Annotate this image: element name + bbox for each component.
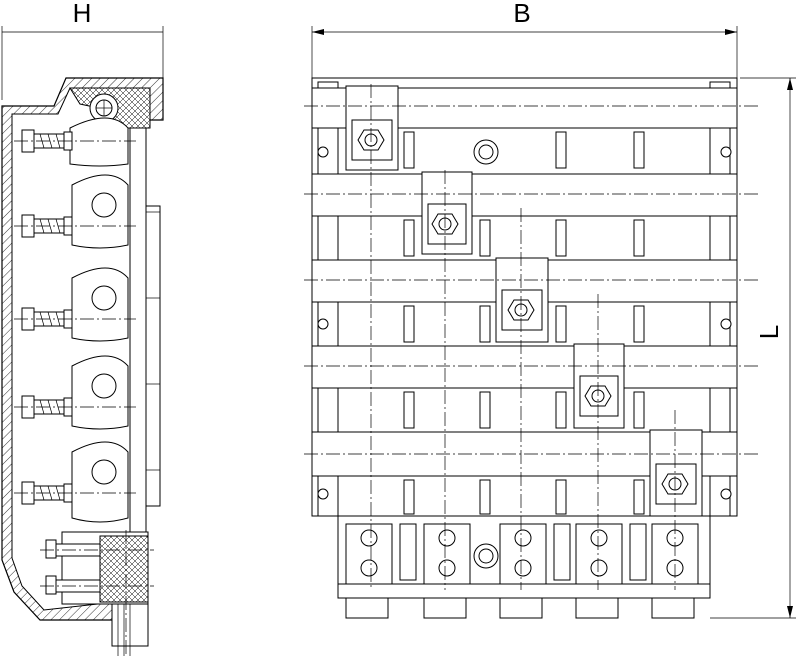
busbar-clamps bbox=[345, 85, 703, 521]
dimension-h: H bbox=[1, 0, 164, 100]
dimension-l-label: L bbox=[754, 325, 784, 339]
side-terminals bbox=[14, 117, 136, 523]
insulator-slots bbox=[403, 131, 645, 515]
side-section-view: H bbox=[1, 0, 164, 656]
front-view: B L bbox=[304, 0, 796, 619]
centerlines bbox=[304, 84, 760, 590]
dimension-h-label: H bbox=[73, 0, 92, 28]
mounting-holes bbox=[317, 139, 732, 500]
dimension-b: B bbox=[311, 0, 738, 80]
back-plate bbox=[129, 127, 147, 539]
dimension-b-label: B bbox=[513, 0, 530, 28]
dimension-l: L bbox=[710, 77, 796, 619]
mount-rail bbox=[145, 205, 161, 507]
bottom-connector bbox=[40, 530, 154, 656]
bottom-terminals bbox=[337, 515, 711, 619]
